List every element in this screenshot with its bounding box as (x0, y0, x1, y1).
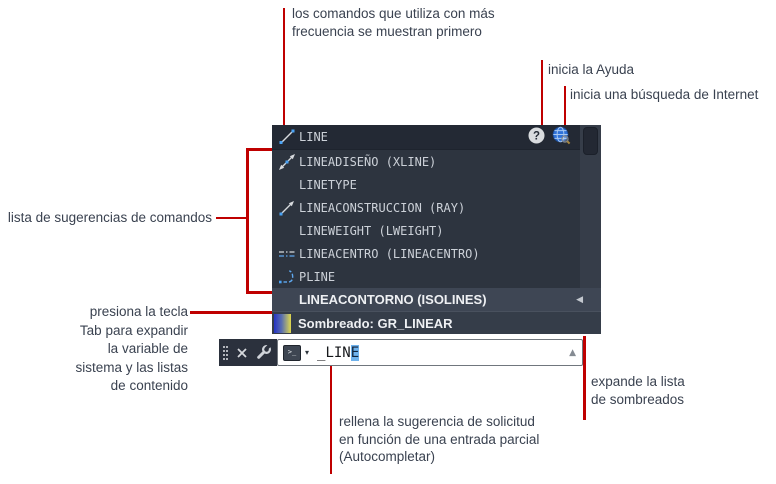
autocompleted-text: E (350, 344, 360, 361)
callout-line-autocomplete (330, 364, 332, 474)
collapse-left-icon[interactable]: ◀ (576, 294, 583, 305)
suggestion-row[interactable]: LINEADISEÑO (XLINE) (272, 150, 601, 173)
sysvar-label: LINEACONTORNO (ISOLINES) (299, 292, 487, 307)
annotation-text: (Autocompletar) (339, 449, 436, 464)
suggestion-row-current[interactable]: LINE ? (272, 125, 601, 150)
suggestion-list: LINEADISEÑO (XLINE) LINETYPE LINEACONSTR… (272, 150, 601, 288)
callout-line-help (541, 60, 543, 125)
annotation-text: de sombreados (591, 392, 685, 407)
callout-line-hatch-expand (583, 336, 586, 420)
suggestion-row[interactable]: LINEACENTRO (LINEACENTRO) (272, 242, 601, 265)
annotation-text: Tab para expandir (79, 322, 188, 338)
callout-line-tab (190, 311, 272, 314)
close-icon[interactable] (236, 347, 248, 359)
suggestion-row[interactable]: LINETYPE (272, 173, 601, 196)
suggestion-label: LINEACENTRO (LINEACENTRO) (299, 246, 480, 261)
callout-bracket-top-tick (246, 148, 272, 151)
suggestion-row[interactable]: LINEACONSTRUCCION (RAY) (272, 196, 601, 219)
suggestion-label: PLINE (299, 269, 336, 284)
annotation-help: inicia la Ayuda (548, 61, 634, 79)
annotation-text: frecuencia se muestran primero (292, 24, 482, 39)
help-icon[interactable]: ? (528, 127, 545, 147)
annotation-text: lista de sugerencias de comandos (7, 210, 212, 225)
pline-icon (277, 268, 297, 286)
suggestion-row[interactable]: LINEWEIGHT (LWEIGHT) (272, 219, 601, 242)
drag-grip-icon[interactable] (222, 344, 229, 362)
callout-line-frequent (283, 8, 285, 125)
svg-text:?: ? (533, 131, 540, 143)
command-input-text: _LINE (317, 344, 360, 361)
command-prompt-icon[interactable]: >_ (283, 344, 301, 361)
suggestion-label: LINETYPE (299, 177, 357, 192)
annotation-text: de contenido (110, 378, 188, 394)
gradient-swatch-icon (274, 313, 291, 333)
annotation-internet-search: inicia una búsqueda de Internet (570, 86, 758, 104)
annotation-text: rellena la sugerencia de solicitud (339, 414, 535, 429)
current-command-label: LINE (299, 130, 328, 144)
annotation-text: en función de una entrada parcial (339, 431, 540, 447)
callout-bracket-vertical (246, 148, 249, 294)
annotation-suggestion-list: lista de sugerencias de comandos (6, 209, 212, 227)
scrollbar-thumb[interactable] (583, 127, 598, 155)
callout-line-search (564, 86, 566, 125)
no-icon (277, 176, 297, 194)
ray-icon (277, 199, 297, 217)
command-line-bar: >_ ▾ _LINE ▲ (219, 339, 583, 366)
annotation-text: presiona la tecla (89, 304, 188, 319)
recent-commands-dropdown-icon[interactable]: ▾ (305, 348, 310, 357)
command-input[interactable]: >_ ▾ _LINE ▲ (277, 339, 583, 366)
annotation-text: la variable de (107, 341, 188, 357)
xline-icon (277, 153, 297, 171)
scrollbar-track[interactable] (580, 125, 601, 288)
suggestion-label: LINEADISEÑO (XLINE) (299, 154, 437, 169)
hatch-label: Sombreado: GR_LINEAR (298, 315, 453, 331)
internet-search-icon[interactable] (552, 126, 571, 148)
annotation-autocomplete: rellena la sugerencia de solicitud en fu… (339, 413, 539, 466)
customize-wrench-icon[interactable] (255, 344, 272, 361)
typed-text: _LIN (317, 344, 351, 361)
annotation-text: inicia una búsqueda de Internet (570, 87, 759, 102)
callout-line-suggestion (216, 217, 246, 219)
annotation-frequent-commands: los comandos que utiliza con más frecuen… (292, 5, 495, 41)
suggestion-row[interactable]: PLINE (272, 265, 601, 288)
line-icon (277, 128, 297, 146)
annotation-text: expande la lista (591, 374, 685, 389)
no-icon (277, 222, 297, 240)
callout-bracket-bottom-tick (246, 291, 272, 294)
command-suggestion-panel: LINE ? (272, 125, 601, 334)
annotation-text: inicia la Ayuda (548, 62, 635, 77)
annotation-text: sistema y las listas (75, 359, 188, 375)
expand-history-icon[interactable]: ▲ (569, 347, 576, 358)
suggestion-label: LINEWEIGHT (LWEIGHT) (299, 223, 444, 238)
annotation-hatch-expand: expande la lista de sombreados (591, 373, 685, 409)
suggestion-label: LINEACONSTRUCCION (RAY) (299, 200, 466, 215)
command-bar-tools (219, 339, 277, 366)
annotation-text: los comandos que utiliza con más (292, 6, 495, 21)
centerline-icon (277, 245, 297, 263)
annotation-tab-expand: presiona la tecla Tab para expandir la v… (58, 303, 188, 396)
hatch-row-sombreado[interactable]: Sombreado: GR_LINEAR (272, 311, 601, 334)
sysvar-row-lineacontorno[interactable]: LINEACONTORNO (ISOLINES) ◀ (272, 288, 601, 311)
